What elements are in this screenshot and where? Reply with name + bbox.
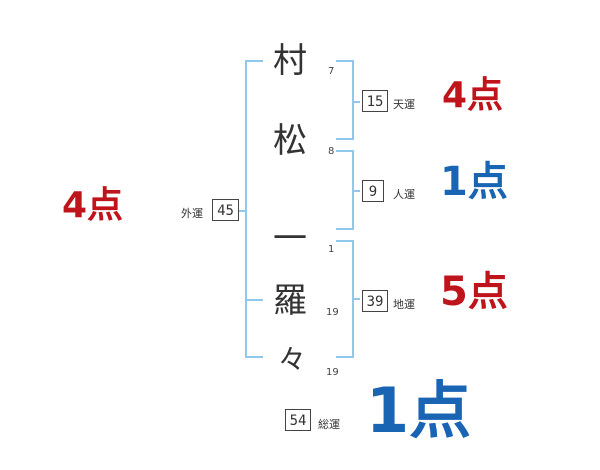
gaikaku-bracket-vertical — [245, 60, 247, 358]
tenkaku-value-box: 15 — [362, 90, 388, 112]
jinkaku-label: 人運 — [393, 188, 415, 201]
jinkaku-bracket-top — [336, 150, 354, 152]
chikaku-bracket-bottom — [336, 356, 354, 358]
name-char-4: 羅 — [273, 281, 307, 321]
soukaku-label: 総運 — [318, 418, 340, 431]
jinkaku-connector — [352, 190, 360, 192]
stroke-count-4: 19 — [326, 307, 339, 318]
tenkaku-label: 天運 — [393, 98, 415, 111]
jinkaku-bracket-bottom — [336, 228, 354, 230]
jinkaku-value-box: 9 — [362, 180, 384, 202]
tenkaku-bracket-vertical — [352, 60, 354, 140]
gaikaku-bracket-bottom — [245, 356, 263, 358]
soukaku-score: 1点 — [366, 374, 472, 447]
chikaku-score: 5点 — [440, 269, 508, 315]
chikaku-connector — [352, 298, 360, 300]
name-char-5: 々 — [277, 343, 306, 376]
tenkaku-bracket-bottom — [336, 138, 354, 140]
gaikaku-label: 外運 — [181, 207, 203, 220]
gaikaku-score: 4点 — [62, 185, 124, 226]
chikaku-label: 地運 — [393, 298, 415, 311]
tenkaku-bracket-top — [336, 60, 354, 62]
tenkaku-connector — [352, 101, 360, 103]
name-char-1: 村 — [273, 41, 307, 81]
jinkaku-score: 1点 — [440, 159, 508, 205]
chikaku-bracket-top — [336, 240, 354, 242]
name-char-3: 一 — [273, 219, 307, 259]
stroke-count-1: 7 — [328, 66, 335, 77]
gaikaku-bracket-top — [245, 60, 263, 62]
name-char-2: 松 — [273, 121, 307, 161]
chikaku-value-box: 39 — [362, 290, 388, 312]
tenkaku-score: 4点 — [442, 75, 504, 116]
soukaku-value-box: 54 — [285, 409, 311, 431]
stroke-count-2: 8 — [328, 146, 335, 157]
gaikaku-value-box: 45 — [212, 199, 239, 221]
stroke-count-3: 1 — [328, 244, 335, 255]
gaikaku-connector — [239, 210, 247, 212]
stroke-count-5: 19 — [326, 367, 339, 378]
gaikaku-bracket-middle — [245, 299, 263, 301]
